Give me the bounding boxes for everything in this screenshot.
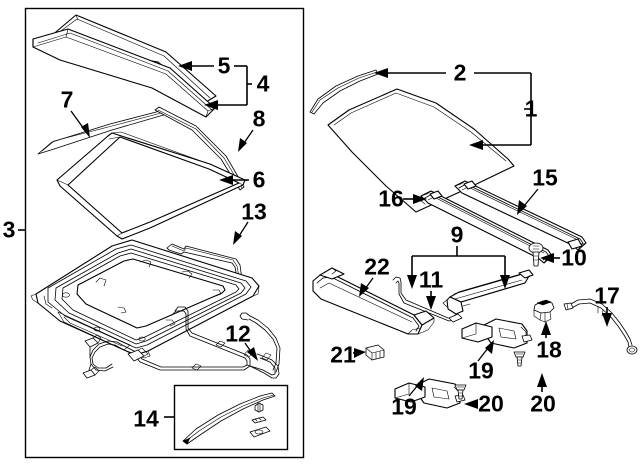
bracket-4 — [204, 65, 252, 110]
bracket-1 — [469, 72, 532, 150]
bracket-9 — [407, 246, 510, 289]
group-box-sunroof-unit — [24, 7, 305, 459]
callout-19-upper[interactable]: 19 — [468, 357, 494, 384]
part-22-wind-deflector — [312, 267, 435, 335]
part-1-glass-panel — [327, 88, 515, 213]
callout-12[interactable]: 12 — [225, 320, 251, 347]
callout-14[interactable]: 14 — [133, 405, 159, 432]
leader-11 — [426, 291, 436, 310]
leader-2 — [374, 68, 446, 78]
part-19-drive-motor-upper — [461, 318, 533, 349]
leader-16 — [403, 194, 427, 204]
leader-8 — [238, 129, 254, 152]
callout-16[interactable]: 16 — [378, 185, 404, 212]
leader-22 — [359, 277, 374, 297]
leader-19-upper — [477, 340, 494, 362]
callout-6[interactable]: 6 — [252, 166, 266, 193]
part-6-roof-opening-weatherstrip — [56, 131, 248, 240]
leader-13 — [233, 221, 249, 245]
part-21-clip — [365, 344, 385, 361]
part-14-headliner-trim-kit — [182, 392, 276, 445]
callout-19-lower[interactable]: 19 — [391, 393, 417, 420]
leader-7 — [70, 110, 90, 138]
leader-6 — [219, 175, 249, 185]
callout-4[interactable]: 4 — [256, 70, 270, 97]
part-12-drain-tube-harness — [82, 306, 281, 379]
callout-22[interactable]: 22 — [364, 253, 390, 280]
callout-5[interactable]: 5 — [217, 52, 231, 79]
part-10-rail-mounting-bolt — [528, 242, 544, 267]
callout-17[interactable]: 17 — [594, 282, 620, 309]
leader-10 — [540, 253, 560, 263]
part-15-reinforcement-rail-right — [454, 180, 587, 251]
leader-17 — [602, 307, 612, 327]
callout-20-right[interactable]: 20 — [530, 390, 556, 417]
callout-2[interactable]: 2 — [453, 59, 467, 86]
leader-18 — [541, 321, 551, 338]
callout-8[interactable]: 8 — [252, 105, 266, 132]
leader-5 — [178, 61, 214, 71]
part-20-motor-bolt-left — [454, 384, 467, 400]
callout-11[interactable]: 11 — [418, 266, 444, 293]
part-3-sunroof-housing-frame — [30, 239, 260, 359]
callout-1[interactable]: 1 — [524, 95, 538, 122]
callout-20-left[interactable]: 20 — [478, 390, 504, 417]
callout-10[interactable]: 10 — [561, 244, 587, 271]
leader-20-right — [537, 373, 547, 392]
callout-13[interactable]: 13 — [241, 198, 267, 225]
part-4-sunshade-panel — [32, 28, 216, 118]
callout-18[interactable]: 18 — [536, 336, 562, 363]
part-16-reinforcement-rail-left — [420, 190, 553, 264]
callout-21[interactable]: 21 — [330, 341, 356, 368]
callout-7[interactable]: 7 — [60, 86, 74, 113]
callout-15[interactable]: 15 — [532, 164, 558, 191]
callout-9[interactable]: 9 — [450, 221, 464, 248]
part-20-motor-bolt-right — [513, 351, 526, 367]
callout-3[interactable]: 3 — [2, 216, 16, 243]
part-11-guide-rail — [392, 276, 463, 323]
part-9-guide-rail-thick — [442, 269, 534, 315]
leader-20-left — [464, 399, 478, 409]
leader-19-lower — [408, 377, 424, 397]
leader-21 — [353, 348, 366, 358]
leader-12 — [244, 342, 258, 361]
leader-15 — [517, 188, 539, 215]
part-18-drain-grommet — [533, 299, 555, 323]
